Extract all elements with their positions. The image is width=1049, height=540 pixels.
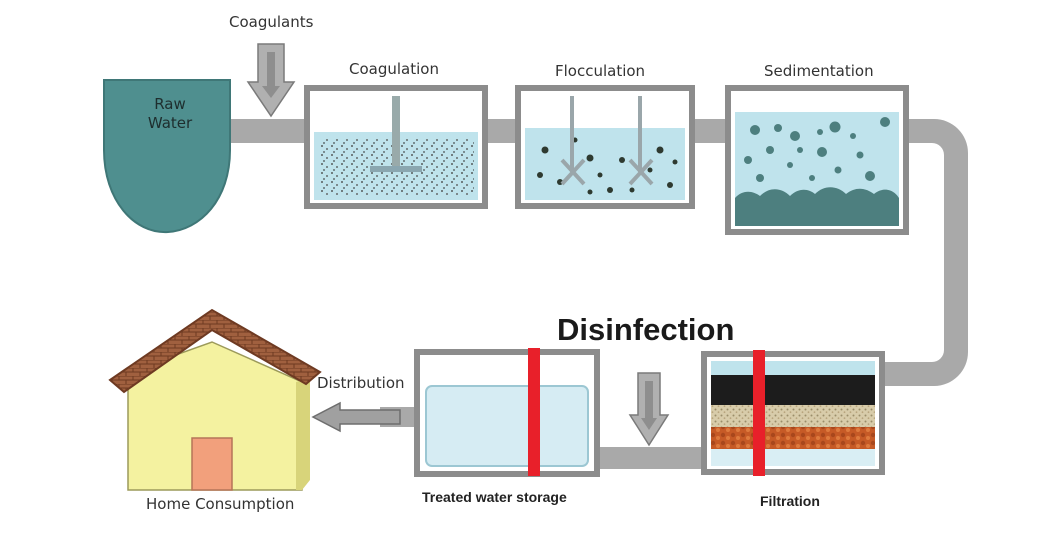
pipe-raw-to-coagulation [228, 119, 310, 143]
stirrer-icon [392, 96, 400, 168]
down-arrow-icon [628, 372, 670, 447]
coagulants-label: Coagulants [229, 13, 314, 31]
raw-water-tank [103, 79, 231, 234]
door [191, 437, 233, 491]
treated-water-storage-tank [414, 349, 600, 477]
pipe-floc-to-sed [690, 119, 730, 143]
coagulation-tank [304, 85, 488, 209]
filtration-label: Filtration [760, 493, 820, 509]
disinfection-bar-storage [528, 348, 540, 476]
pipe-filtration-to-storage [580, 447, 706, 469]
sedimentation-label: Sedimentation [764, 62, 874, 80]
flocculation-label: Flocculation [555, 62, 646, 80]
down-arrow-icon [246, 43, 296, 118]
house [108, 308, 322, 491]
treated-water-storage-label: Treated water storage [422, 489, 567, 505]
stirrer-icon [560, 96, 654, 186]
coagulation-label: Coagulation [349, 60, 439, 78]
flocculation-tank [515, 85, 695, 209]
raw-water-label: Raw Water [147, 95, 193, 132]
home-consumption-label: Home Consumption [146, 495, 295, 513]
pipe-bend-right [880, 119, 968, 386]
sedimentation-tank [725, 85, 909, 235]
filtration-tank [701, 351, 885, 475]
left-arrow-icon [311, 401, 401, 433]
disinfection-title: Disinfection [557, 312, 735, 347]
roof [108, 308, 322, 394]
distribution-label: Distribution [317, 374, 405, 392]
pipe-sed-out [906, 119, 934, 143]
pipe-coag-to-floc [484, 119, 520, 143]
disinfection-bar-filtration [753, 350, 765, 476]
pipe-system [228, 119, 968, 469]
